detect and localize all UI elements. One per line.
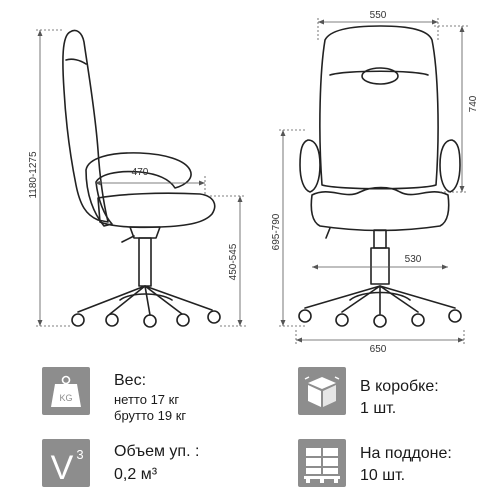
side-backrest: [62, 29, 109, 223]
dim-seat-height: 450-545: [228, 243, 239, 280]
front-base-hub: [349, 291, 411, 301]
weight-title: Вес:: [114, 372, 147, 389]
front-caster: [448, 309, 462, 323]
front-gaslift: [373, 229, 387, 249]
side-dimension-lines: [36, 29, 246, 327]
front-view: [298, 25, 462, 328]
chair-diagram: 1180-1275 470 450-545: [28, 10, 479, 355]
box-title: В коробке:: [360, 378, 439, 395]
box-icon: [298, 367, 346, 415]
volume-icon-letter: V: [51, 449, 74, 487]
weight-icon: KG: [42, 367, 90, 415]
front-gaslift-cover: [370, 247, 390, 285]
volume-icon-sup: 3: [76, 447, 83, 462]
dim-seat-width: 530: [405, 254, 422, 265]
weight-gross: брутто 19 кг: [114, 408, 187, 423]
side-armrest: [85, 152, 192, 227]
side-lever: [121, 235, 135, 243]
side-caster: [71, 313, 85, 327]
side-view: [62, 29, 221, 328]
front-dimension-lines: [279, 18, 468, 344]
side-headrest-line: [65, 58, 87, 65]
front-backrest: [319, 25, 439, 190]
front-caster: [373, 314, 387, 328]
side-caster: [207, 310, 221, 324]
side-mechanism: [129, 226, 161, 239]
box-value: 1 шт.: [360, 400, 397, 417]
volume-value: 0,2 м³: [114, 466, 158, 483]
dim-armrest-height: 695-790: [271, 213, 282, 250]
front-dimension-arrows: [280, 19, 465, 343]
dim-base-diameter: 650: [370, 344, 387, 355]
side-dimension-arrows: [37, 30, 243, 326]
front-base: [304, 285, 456, 315]
front-logo-oval: [361, 67, 399, 85]
weight-icon-label: KG: [59, 393, 72, 403]
pallet-icon: [298, 439, 346, 487]
dim-back-height: 740: [468, 95, 479, 112]
side-base-hub: [119, 293, 173, 301]
front-seat: [310, 186, 450, 232]
weight-net: нетто 17 кг: [114, 392, 180, 407]
side-seat: [97, 192, 216, 229]
front-right-armrest: [439, 139, 461, 193]
side-gaslift: [138, 237, 152, 287]
side-caster: [143, 314, 157, 328]
side-caster: [105, 313, 119, 327]
front-caster: [335, 313, 349, 327]
volume-title: Объем уп. :: [114, 443, 200, 460]
side-base: [77, 285, 213, 316]
front-caster: [298, 309, 312, 323]
dim-seat-depth: 470: [132, 167, 149, 178]
front-left-armrest: [299, 139, 321, 193]
front-caster: [411, 313, 425, 327]
volume-icon: V 3: [42, 439, 90, 487]
side-caster: [176, 313, 190, 327]
pallet-value: 10 шт.: [360, 467, 406, 484]
pallet-title: На поддоне:: [360, 445, 452, 462]
front-lever: [325, 227, 331, 239]
dim-width: 550: [370, 10, 387, 21]
dim-total-height: 1180-1275: [28, 151, 39, 199]
front-headrest-line: [329, 70, 429, 76]
